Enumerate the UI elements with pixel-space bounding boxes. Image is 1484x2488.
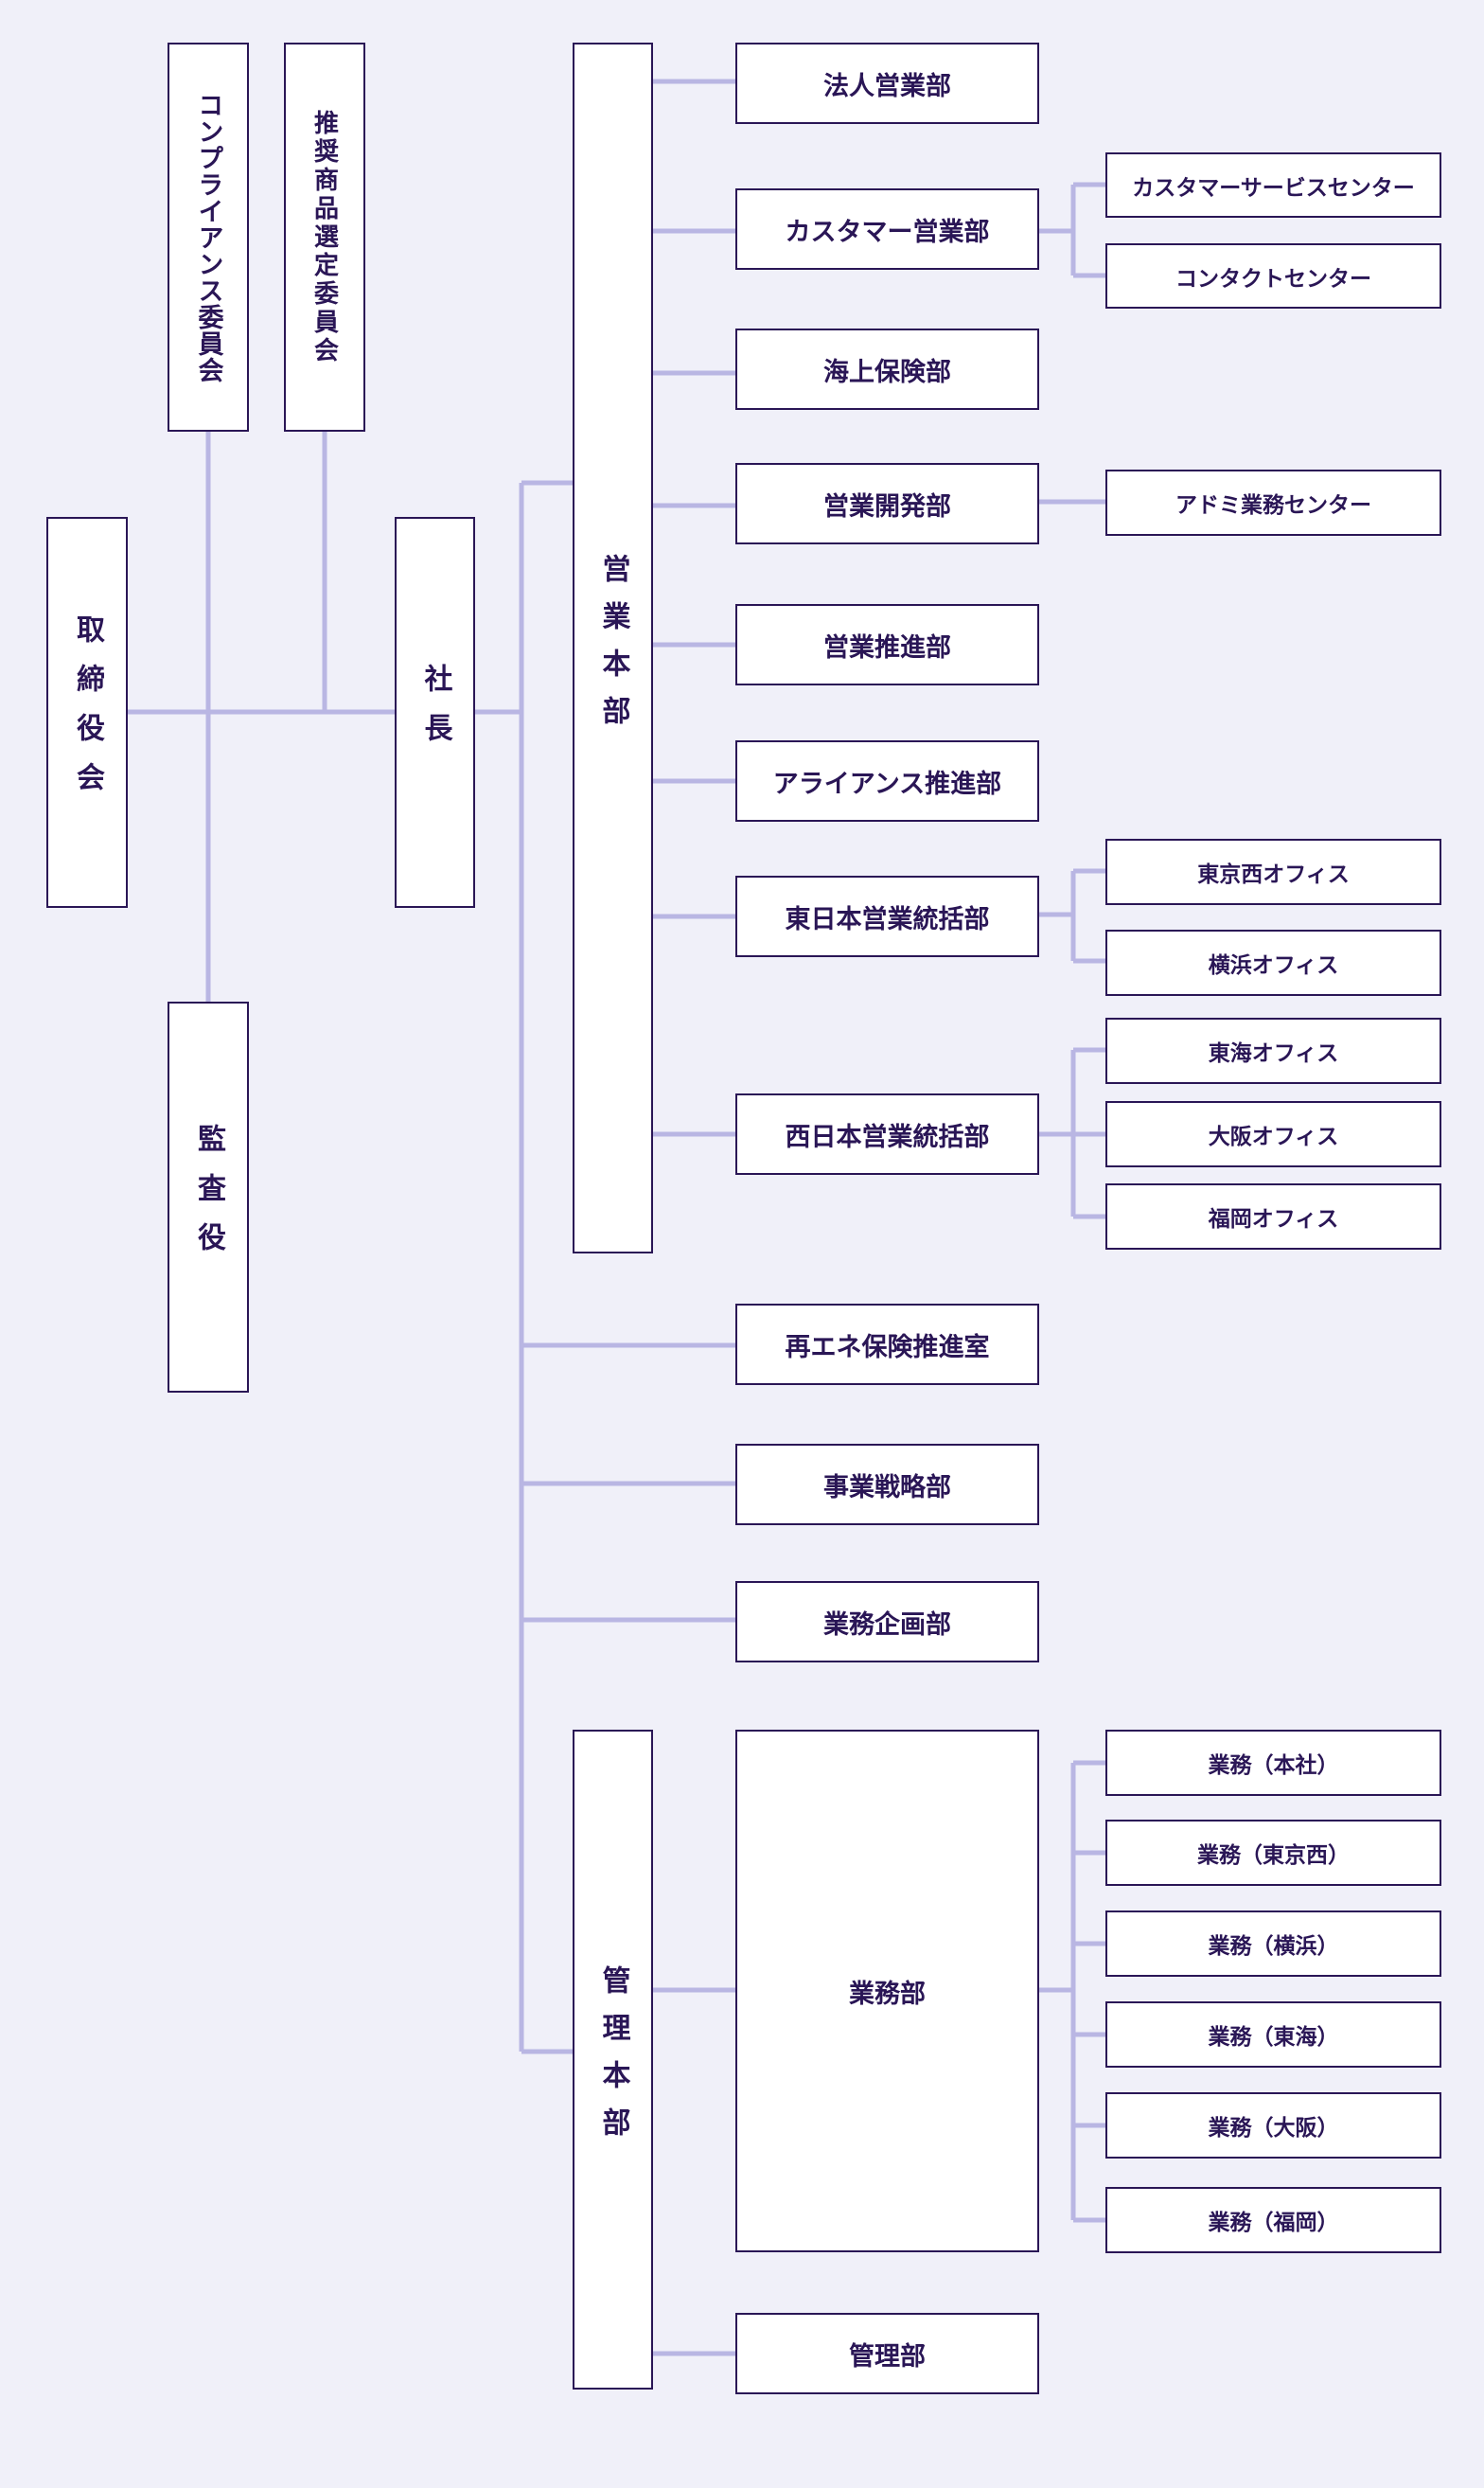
unit-operations-head-office[interactable]: 業務（本社） [1105, 1730, 1441, 1796]
dept-corporate-sales[interactable]: 法人営業部 [735, 43, 1039, 124]
dept-operations[interactable]: 業務部 [735, 1730, 1039, 2252]
unit-fukuoka-office[interactable]: 福岡オフィス [1105, 1183, 1441, 1250]
product-selection-committee-box[interactable]: 推奨商品選定委員会 [284, 43, 365, 432]
unit-osaka-office[interactable]: 大阪オフィス [1105, 1101, 1441, 1167]
compliance-committee-box[interactable]: コンプライアンス委員会 [168, 43, 249, 432]
admin-hq-box[interactable]: 管理本部 [573, 1730, 653, 2390]
unit-operations-yokohama[interactable]: 業務（横浜） [1105, 1910, 1441, 1977]
president-box[interactable]: 社長 [395, 517, 475, 908]
unit-contact-center[interactable]: コンタクトセンター [1105, 243, 1441, 309]
auditor-box[interactable]: 監査役 [168, 1002, 249, 1393]
dept-business-planning[interactable]: 業務企画部 [735, 1581, 1039, 1662]
unit-operations-tokai[interactable]: 業務（東海） [1105, 2001, 1441, 2068]
unit-operations-fukuoka[interactable]: 業務（福岡） [1105, 2187, 1441, 2253]
unit-admin-center[interactable]: アドミ業務センター [1105, 470, 1441, 536]
dept-sales-development[interactable]: 営業開発部 [735, 463, 1039, 544]
unit-operations-osaka[interactable]: 業務（大阪） [1105, 2092, 1441, 2159]
dept-east-japan-sales[interactable]: 東日本営業統括部 [735, 876, 1039, 957]
dept-renewable-insurance[interactable]: 再エネ保険推進室 [735, 1304, 1039, 1385]
dept-business-strategy[interactable]: 事業戦略部 [735, 1444, 1039, 1525]
dept-management[interactable]: 管理部 [735, 2313, 1039, 2394]
unit-tokai-office[interactable]: 東海オフィス [1105, 1018, 1441, 1084]
sales-hq-box[interactable]: 営業本部 [573, 43, 653, 1253]
unit-customer-service-center[interactable]: カスタマーサービスセンター [1105, 152, 1441, 218]
unit-yokohama-office[interactable]: 横浜オフィス [1105, 930, 1441, 996]
unit-tokyo-west-office[interactable]: 東京西オフィス [1105, 839, 1441, 905]
unit-operations-tokyo-west[interactable]: 業務（東京西） [1105, 1820, 1441, 1886]
board-of-directors-box[interactable]: 取締役会 [46, 517, 128, 908]
dept-west-japan-sales[interactable]: 西日本営業統括部 [735, 1093, 1039, 1175]
dept-marine-insurance[interactable]: 海上保険部 [735, 329, 1039, 410]
dept-sales-promotion[interactable]: 営業推進部 [735, 604, 1039, 685]
dept-alliance-promotion[interactable]: アライアンス推進部 [735, 740, 1039, 822]
dept-customer-sales[interactable]: カスタマー営業部 [735, 188, 1039, 270]
